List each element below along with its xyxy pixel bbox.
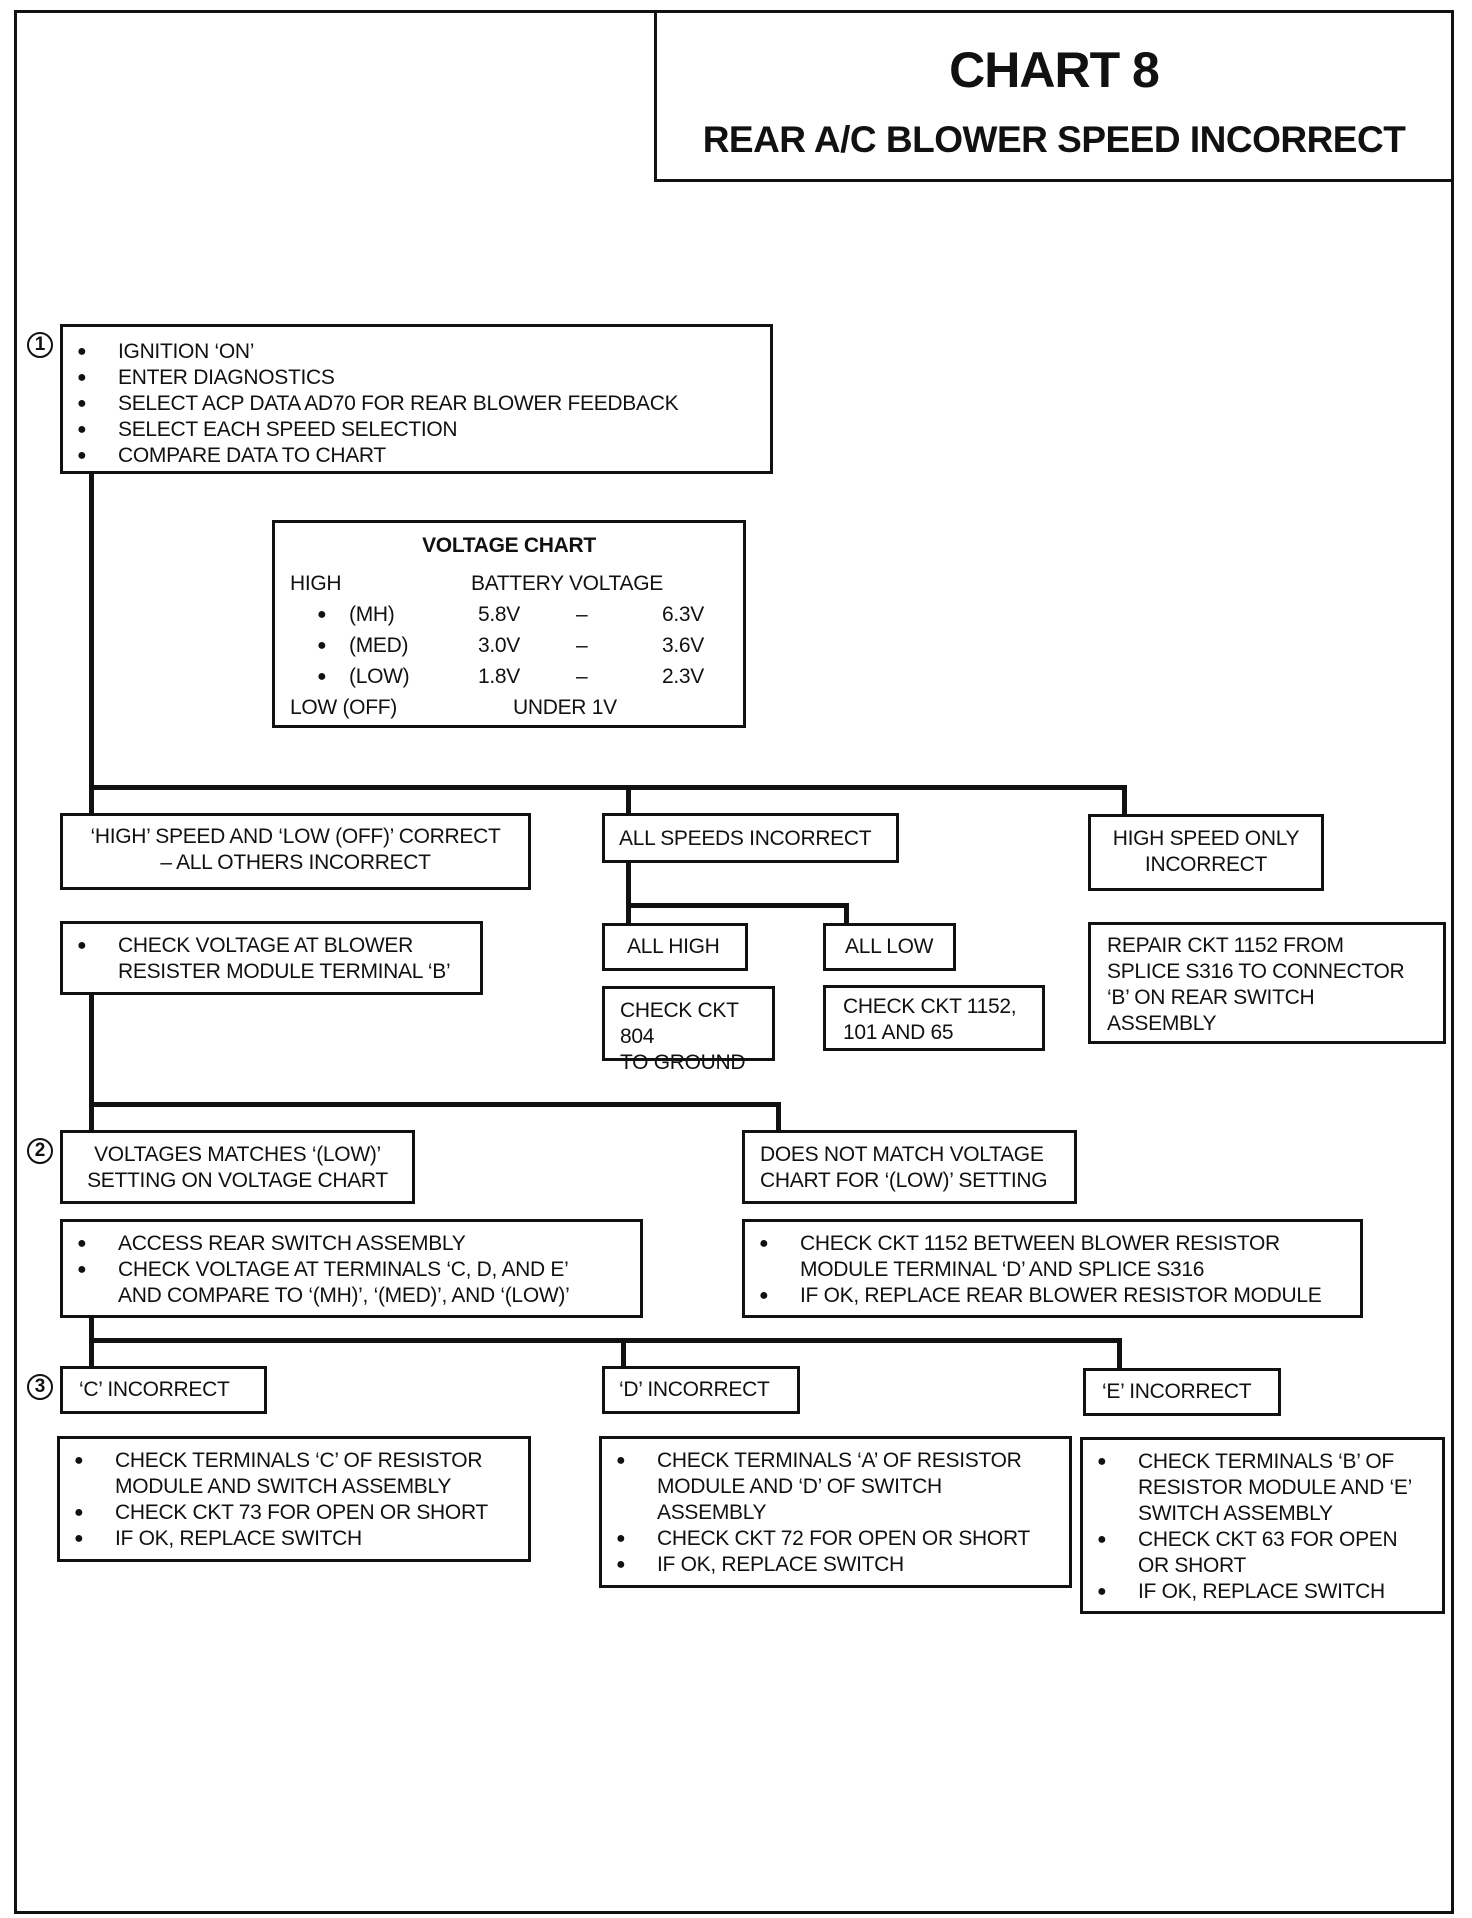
list-item: CHECK CKT 72 FOR OPEN OR SHORT <box>602 1526 1069 1552</box>
e-incorrect-action-box: CHECK TERMINALS ‘B’ OF RESISTOR MODULE A… <box>1080 1437 1445 1614</box>
all-low-label: ALL LOW <box>845 935 934 958</box>
branch-c-action-box: REPAIR CKT 1152 FROM SPLICE S316 TO CONN… <box>1088 922 1446 1044</box>
row-low-min: 1.8V <box>478 665 520 688</box>
bullet-low: ● <box>317 668 327 685</box>
title-block: CHART 8 REAR A/C BLOWER SPEED INCORRECT <box>654 10 1454 182</box>
all-low-action: CHECK CKT 1152, 101 AND 65 <box>843 995 1017 1044</box>
branch-line-3 <box>89 1338 1122 1343</box>
chart-title: CHART 8 <box>949 42 1160 98</box>
match-label-box: VOLTAGES MATCHES ‘(LOW)’ SETTING ON VOLT… <box>60 1130 415 1204</box>
drop-line-d <box>621 1338 626 1368</box>
drop-line-e <box>1117 1338 1122 1368</box>
nomatch-action-box: CHECK CKT 1152 BETWEEN BLOWER RESISTOR M… <box>742 1219 1363 1318</box>
step1-box: IGNITION ‘ON’ ENTER DIAGNOSTICS SELECT A… <box>60 324 773 474</box>
list-item: CHECK TERMINALS ‘A’ OF RESISTOR MODULE A… <box>602 1448 1069 1526</box>
row-med-min: 3.0V <box>478 634 520 657</box>
c-incorrect-label: ‘C’ INCORRECT <box>79 1378 230 1401</box>
battery-voltage-label: BATTERY VOLTAGE <box>471 572 663 595</box>
branch-c-action: REPAIR CKT 1152 FROM SPLICE S316 TO CONN… <box>1107 934 1405 1035</box>
all-low-box: ALL LOW <box>823 923 956 971</box>
low-off-label: LOW (OFF) <box>290 696 397 719</box>
low-off-value: UNDER 1V <box>513 696 617 719</box>
row-mh-dash: – <box>576 603 588 626</box>
list-item: IF OK, REPLACE REAR BLOWER RESISTOR MODU… <box>745 1283 1360 1309</box>
branch-b-label-box: ALL SPEEDS INCORRECT <box>602 813 899 863</box>
drop-line-c <box>1122 785 1127 815</box>
drop-line-a <box>89 785 94 815</box>
all-low-action-box: CHECK CKT 1152, 101 AND 65 <box>823 985 1045 1051</box>
voltage-chart-box: VOLTAGE CHART HIGH BATTERY VOLTAGE ● (MH… <box>272 520 746 728</box>
branch-c-label-box: HIGH SPEED ONLY INCORRECT <box>1088 814 1324 891</box>
list-item: IF OK, REPLACE SWITCH <box>602 1552 1069 1578</box>
drop-line-nomatch <box>776 1102 781 1132</box>
list-item: CHECK TERMINALS ‘B’ OF RESISTOR MODULE A… <box>1083 1449 1442 1527</box>
row-low-dash: – <box>576 665 588 688</box>
sub-branch-line-b <box>626 903 849 908</box>
row-med-max: 3.6V <box>662 634 704 657</box>
row-med-dash: – <box>576 634 588 657</box>
all-high-action-box: CHECK CKT 804 TO GROUND <box>602 986 775 1074</box>
all-high-box: ALL HIGH <box>602 923 748 971</box>
branch-a-label-box: ‘HIGH’ SPEED AND ‘LOW (OFF)’ CORRECT – A… <box>60 813 531 890</box>
list-item: ACCESS REAR SWITCH ASSEMBLY <box>63 1231 640 1257</box>
match-action-box: ACCESS REAR SWITCH ASSEMBLY CHECK VOLTAG… <box>60 1219 643 1318</box>
row-mh-min: 5.8V <box>478 603 520 626</box>
nomatch-label: DOES NOT MATCH VOLTAGE CHART FOR ‘(LOW)’… <box>760 1143 1048 1192</box>
c-incorrect-box: ‘C’ INCORRECT <box>60 1366 267 1414</box>
trunk-line-1 <box>89 470 94 790</box>
list-item: SELECT ACP DATA AD70 FOR REAR BLOWER FEE… <box>63 391 770 417</box>
row-mh-name: (MH) <box>349 603 395 626</box>
sub-trunk-line-b <box>626 860 631 930</box>
branch-a-action-box: CHECK VOLTAGE AT BLOWER RESISTER MODULE … <box>60 921 483 995</box>
d-incorrect-box: ‘D’ INCORRECT <box>602 1366 800 1414</box>
d-incorrect-action-box: CHECK TERMINALS ‘A’ OF RESISTOR MODULE A… <box>599 1436 1072 1588</box>
bullet-mh: ● <box>317 606 327 623</box>
row-low-name: (LOW) <box>349 665 410 688</box>
all-high-action: CHECK CKT 804 TO GROUND <box>620 999 746 1074</box>
list-item: IF OK, REPLACE SWITCH <box>60 1526 528 1552</box>
list-item: SELECT EACH SPEED SELECTION <box>63 417 770 443</box>
row-mh-max: 6.3V <box>662 603 704 626</box>
branch-line-1 <box>89 785 1127 790</box>
c-incorrect-action-box: CHECK TERMINALS ‘C’ OF RESISTOR MODULE A… <box>57 1436 531 1562</box>
all-high-label: ALL HIGH <box>627 935 720 958</box>
chart-subtitle: REAR A/C BLOWER SPEED INCORRECT <box>702 119 1406 160</box>
trunk-line-2 <box>89 960 94 1130</box>
row-med-name: (MED) <box>349 634 409 657</box>
list-item: IF OK, REPLACE SWITCH <box>1083 1579 1442 1605</box>
branch-c-label: HIGH SPEED ONLY INCORRECT <box>1112 827 1300 876</box>
list-item: CHECK CKT 63 FOR OPEN OR SHORT <box>1083 1527 1442 1579</box>
list-item: COMPARE DATA TO CHART <box>63 443 770 469</box>
trunk-line-3 <box>89 1318 94 1368</box>
list-item: CHECK TERMINALS ‘C’ OF RESISTOR MODULE A… <box>60 1448 528 1500</box>
step-marker-3: 3 <box>27 1374 53 1400</box>
drop-line-b <box>626 785 631 815</box>
nomatch-label-box: DOES NOT MATCH VOLTAGE CHART FOR ‘(LOW)’… <box>742 1130 1077 1204</box>
list-item: IGNITION ‘ON’ <box>63 339 770 365</box>
match-label: VOLTAGES MATCHES ‘(LOW)’ SETTING ON VOLT… <box>87 1143 388 1192</box>
branch-line-2 <box>89 1102 781 1107</box>
list-item: CHECK VOLTAGE AT BLOWER RESISTER MODULE … <box>63 933 480 985</box>
branch-a-label: ‘HIGH’ SPEED AND ‘LOW (OFF)’ CORRECT – A… <box>90 825 501 874</box>
e-incorrect-box: ‘E’ INCORRECT <box>1083 1368 1281 1416</box>
high-label: HIGH <box>290 572 342 595</box>
step-marker-2: 2 <box>27 1138 53 1164</box>
step-marker-1: 1 <box>27 332 53 358</box>
list-item: CHECK CKT 73 FOR OPEN OR SHORT <box>60 1500 528 1526</box>
bullet-med: ● <box>317 637 327 654</box>
d-incorrect-label: ‘D’ INCORRECT <box>619 1378 770 1401</box>
list-item: ENTER DIAGNOSTICS <box>63 365 770 391</box>
row-low-max: 2.3V <box>662 665 704 688</box>
list-item: CHECK CKT 1152 BETWEEN BLOWER RESISTOR M… <box>745 1231 1360 1283</box>
e-incorrect-label: ‘E’ INCORRECT <box>1102 1380 1252 1403</box>
voltage-chart-title: VOLTAGE CHART <box>422 534 596 557</box>
drop-line-all-low <box>844 903 849 930</box>
branch-b-label: ALL SPEEDS INCORRECT <box>619 827 872 850</box>
list-item: CHECK VOLTAGE AT TERMINALS ‘C, D, AND E’… <box>63 1257 640 1309</box>
